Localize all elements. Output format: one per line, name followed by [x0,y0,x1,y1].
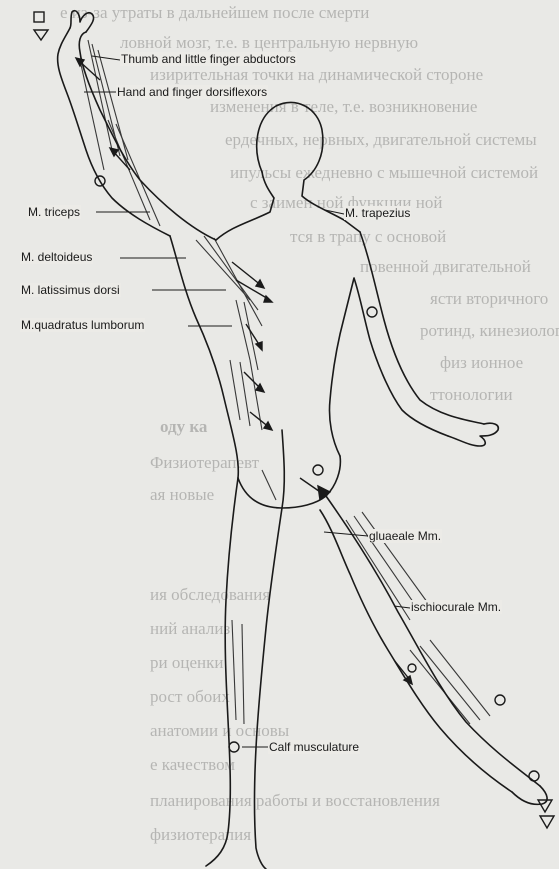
bleed-line: ердечных, нервных, двигательной системы [225,130,537,149]
label-thumb-abductors: Thumb and little finger abductors [120,52,297,66]
bleed-line: оду ка [160,417,208,436]
label-quadratus-lumborum: M.quadratus lumborum [20,318,145,332]
label-latissimus-dorsi: M. latissimus dorsi [20,283,121,297]
label-gluteal: gluaeale Mm. [368,529,442,543]
label-hand-dorsiflexors: Hand and finger dorsiflexors [116,85,268,99]
label-trapezius: M. trapezius [344,206,411,220]
bleed-line: ттонологии [430,385,513,404]
label-leaders [84,56,410,747]
bleed-line: анатомии и основы [150,721,290,740]
bleed-line: изменения в теле, т.е. возникновение [210,97,477,116]
bleed-line: ротинд, кинезиологии [420,321,559,340]
bleed-line: повенной двигательной [360,257,531,276]
bleed-line: ая новые [150,485,214,504]
bleed-line: ия обследования [150,585,270,604]
bleed-line: ипульсы ежедневно с мышечной системой [230,163,538,182]
bleed-line: физ ионное [440,353,523,372]
bleed-line: ри оценки [150,653,223,672]
bleed-line: ясти вторичного [430,289,548,308]
bleed-line: тся в трапу с основой [290,227,446,246]
label-ischiocrural: ischiocurale Mm. [410,600,502,614]
bleed-line: Физиотерапевт [150,453,260,472]
bleed-line: планирования работы и восстановления [150,791,440,810]
bleed-line: рост обоих [150,687,230,706]
bleed-line: е качеством [150,755,235,774]
label-triceps: M. triceps [27,205,81,219]
label-calf: Calf musculature [268,740,360,754]
bleed-line: ний анализ [150,619,230,638]
bleed-line: изирительная точки на динамической сторо… [150,65,483,84]
label-deltoideus: M. deltoideus [20,250,93,264]
bleed-line: ловной мозг, т.е. в центральную нервную [120,33,418,52]
bleed-line: физиотерапия [150,825,251,844]
bleed-line: е из-за утраты в дальнейшем после смерти [60,3,369,22]
